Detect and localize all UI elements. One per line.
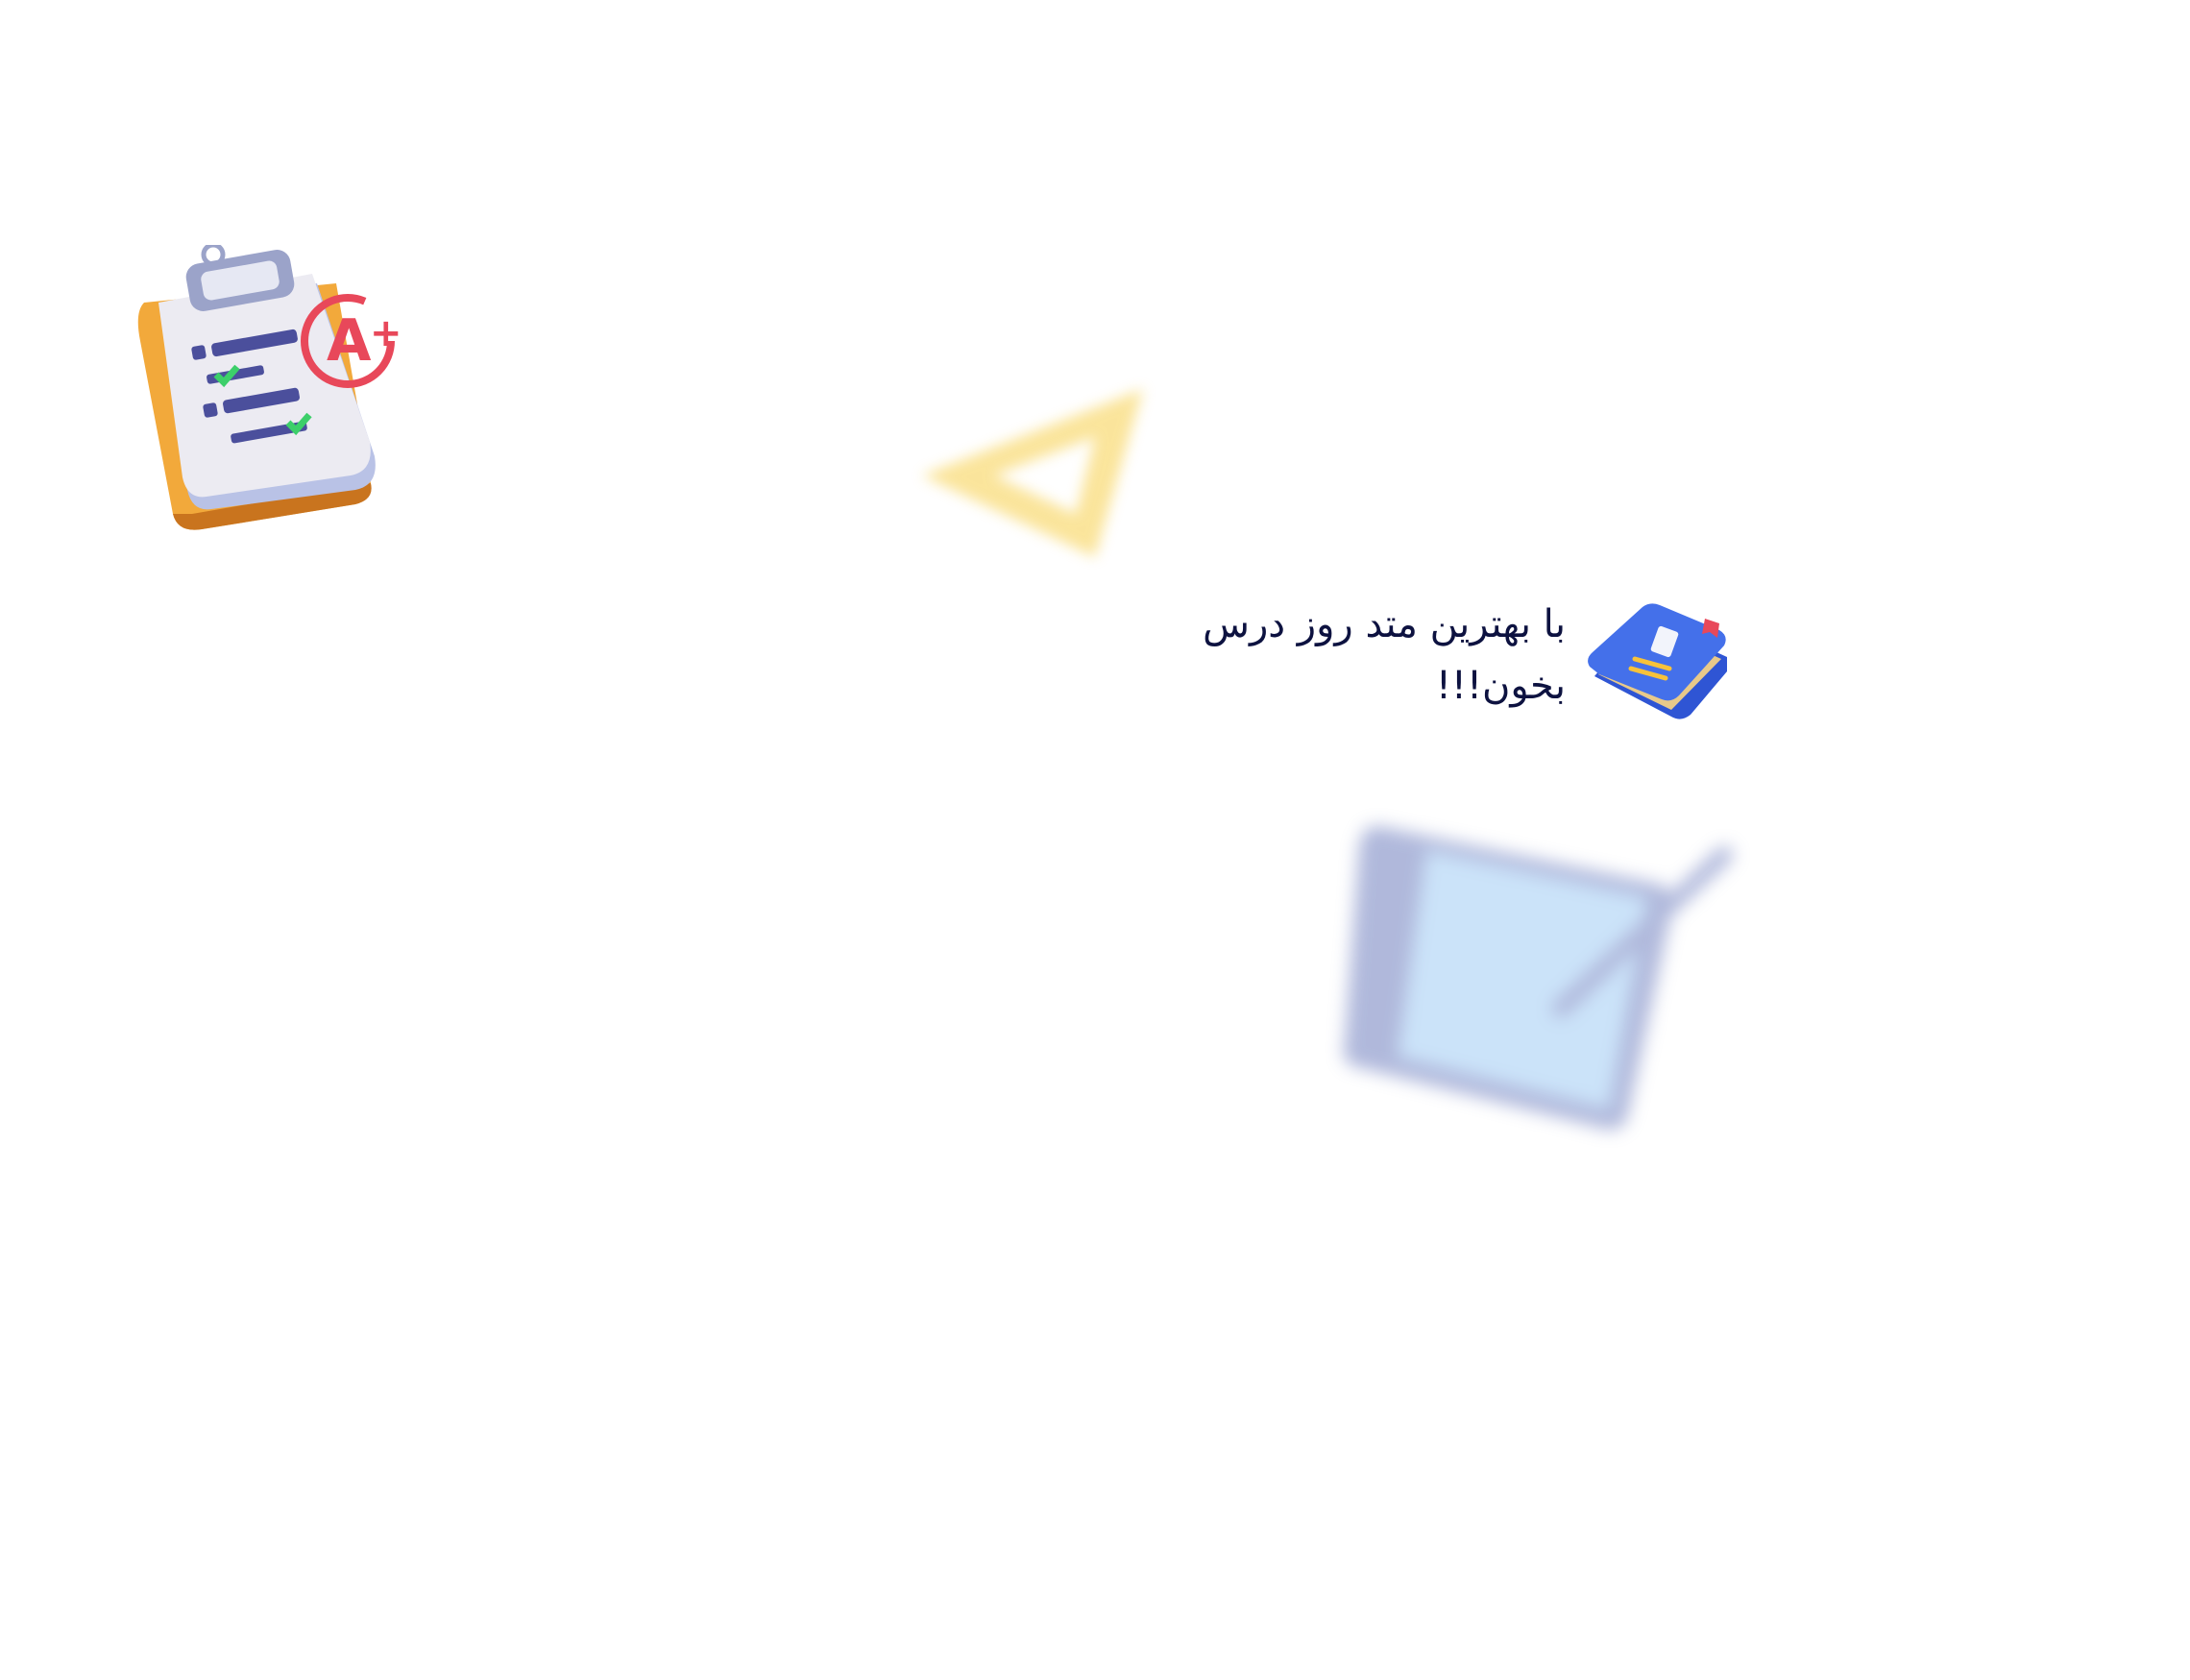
slogan-line-1: با بهترین متد روز درس	[1203, 602, 1566, 646]
ruler-triangle-icon	[922, 389, 1143, 557]
slogan-line-2: بخون!!!	[1435, 664, 1566, 708]
hero-slogan: با بهترین متد روز درس بخون!!!	[1153, 594, 1566, 717]
tablet-pen-icon	[1343, 825, 1733, 1130]
clipboard-grade-a-plus-icon: A +	[137, 245, 402, 530]
svg-text:A: A	[327, 307, 372, 375]
book-icon	[1588, 603, 1727, 719]
svg-text:+: +	[370, 311, 402, 355]
